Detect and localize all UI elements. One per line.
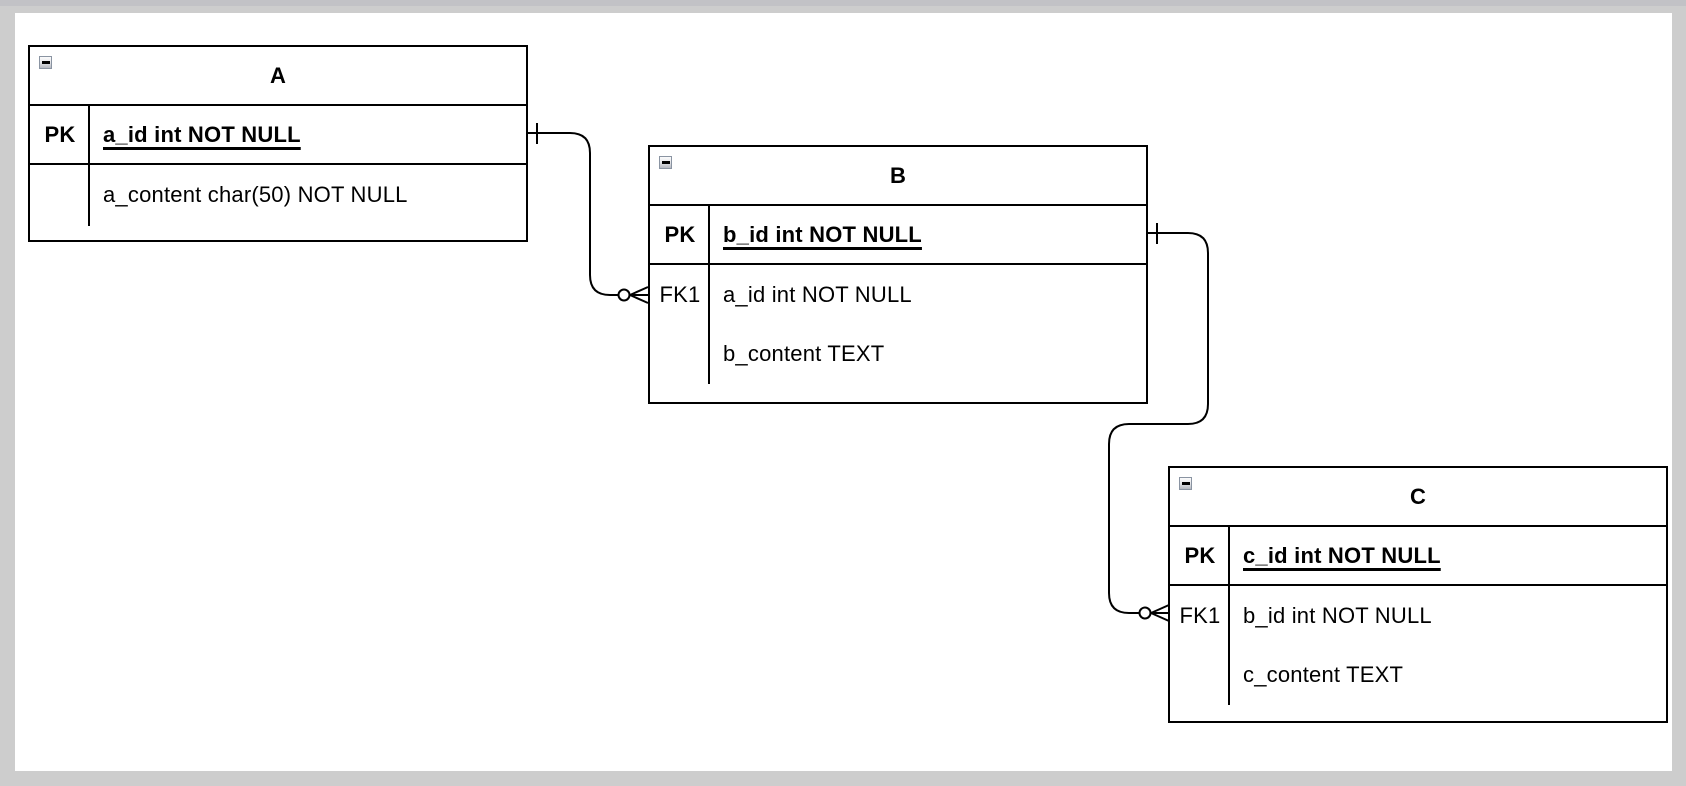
row-label: b_id int NOT NULL: [723, 221, 922, 247]
table-row[interactable]: FK1 a_id int NOT NULL: [650, 265, 1146, 324]
table-A-header: A: [30, 47, 526, 106]
table-row[interactable]: PK a_id int NOT NULL: [30, 106, 526, 165]
collapse-button[interactable]: [659, 156, 672, 169]
table-title: A: [269, 62, 287, 88]
table-row[interactable]: FK1 b_id int NOT NULL: [1170, 586, 1666, 645]
window-top-edge: [0, 0, 1686, 6]
table-title: B: [889, 162, 907, 188]
table-row[interactable]: a_content char(50) NOT NULL: [30, 165, 526, 224]
key-column-divider: [88, 106, 90, 226]
table-row[interactable]: PK c_id int NOT NULL: [1170, 527, 1666, 586]
table-A[interactable]: A PK a_id int NOT NULL a_content char(50…: [28, 45, 528, 242]
table-row[interactable]: b_content TEXT: [650, 324, 1146, 383]
table-B[interactable]: B PK b_id int NOT NULL FK1 a_id int NOT …: [648, 145, 1148, 404]
row-key-badge: PK: [1184, 542, 1216, 568]
row-label: a_id int NOT NULL: [103, 121, 301, 147]
row-label: a_content char(50) NOT NULL: [103, 181, 408, 207]
row-label: b_id int NOT NULL: [1243, 602, 1432, 628]
table-B-header: B: [650, 147, 1146, 206]
table-title: C: [1409, 483, 1427, 509]
row-key-badge: FK1: [659, 281, 701, 307]
row-key-badge: PK: [44, 121, 76, 147]
row-key-badge: PK: [664, 221, 696, 247]
collapse-button[interactable]: [39, 56, 52, 69]
collapse-button[interactable]: [1179, 477, 1192, 490]
key-column-divider: [708, 206, 710, 384]
row-key-badge: FK1: [1179, 602, 1221, 628]
minus-icon: [41, 61, 50, 64]
key-column-divider: [1228, 527, 1230, 705]
row-label: c_id int NOT NULL: [1243, 542, 1441, 568]
table-row[interactable]: PK b_id int NOT NULL: [650, 206, 1146, 265]
table-row[interactable]: c_content TEXT: [1170, 645, 1666, 704]
row-label: b_content TEXT: [723, 340, 885, 366]
table-C-header: C: [1170, 468, 1666, 527]
minus-icon: [661, 161, 670, 164]
minus-icon: [1181, 482, 1190, 485]
row-label: a_id int NOT NULL: [723, 281, 912, 307]
row-label: c_content TEXT: [1243, 661, 1404, 687]
table-C[interactable]: C PK c_id int NOT NULL FK1 b_id int NOT …: [1168, 466, 1668, 723]
